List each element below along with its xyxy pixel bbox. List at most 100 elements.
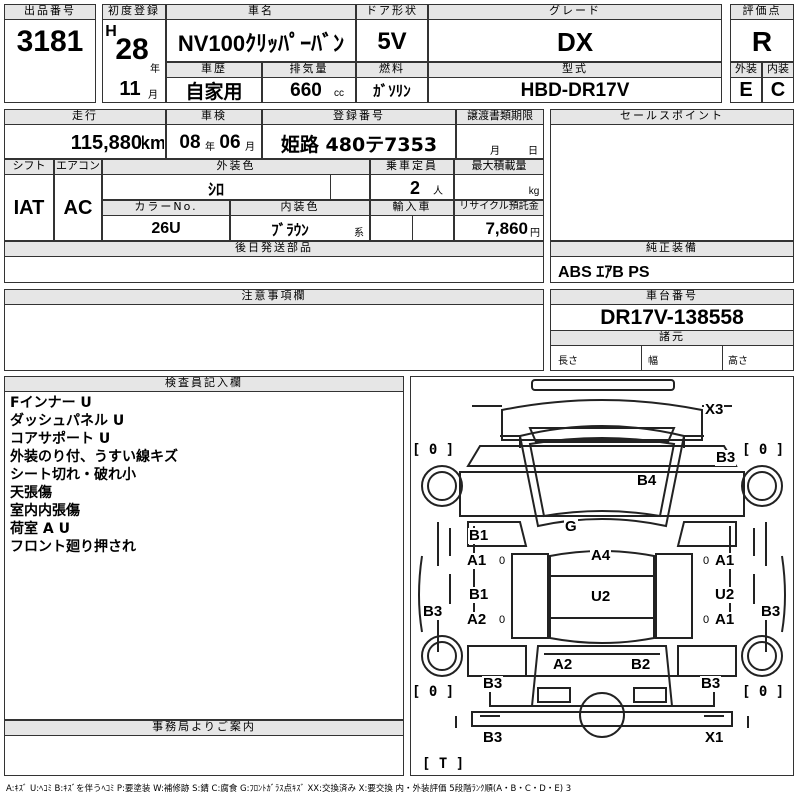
int-color-value: ﾌﾞﾗｳﾝ (271, 221, 309, 239)
inspector-label: 検査員記入欄 (4, 376, 404, 392)
damage-mark: X1 (704, 729, 725, 746)
color-no-value: 26U (151, 220, 181, 237)
damage-mark: B1 (468, 586, 490, 603)
later-parts-label: 後日発送部品 (4, 241, 544, 257)
inspection-month-unit: 月 (245, 141, 255, 153)
transfer-month-unit: 月 (490, 145, 500, 157)
damage-mark: A2 (552, 656, 574, 673)
lot-cell (4, 4, 96, 103)
damage-mark: A4 (590, 547, 612, 564)
chassis-value: DR17V-138558 (600, 306, 744, 329)
tire-bracket-fl: [ 0 ] (412, 442, 455, 458)
ext-grade: E (739, 79, 753, 101)
mileage-value: 115,880 (70, 131, 142, 154)
damage-mark: B3 (482, 729, 504, 746)
mileage-label: 走行 (4, 109, 166, 125)
max-load-label: 最大積載量 (454, 159, 544, 175)
transfer-day-unit: 日 (528, 145, 538, 157)
ac-label: エアコン (54, 159, 102, 175)
damage-mark: B4 (636, 472, 658, 489)
inspector-notes: Fインナー U ダッシュパネル U コアサポート U 外装のり付、うすい線キズ … (10, 394, 400, 556)
note-line: Fインナー U (10, 395, 92, 411)
inspection-month: 06 (219, 132, 241, 153)
damage-mark: A2 (466, 611, 488, 628)
inspection-label: 車検 (166, 109, 262, 125)
damage-mark: B2 (630, 656, 652, 673)
first-reg-month-unit: 月 (148, 89, 158, 101)
type-value: HBD-DR17V (520, 79, 630, 101)
capacity-unit: 人 (433, 185, 443, 197)
tire-bracket-fr: [ 0 ] (742, 442, 785, 458)
office-label: 事務局よりご案内 (4, 720, 404, 736)
first-reg-cell (102, 4, 166, 103)
first-reg-year: 28 (115, 33, 149, 66)
note-line: 外装のり付、うすい線キズ (10, 449, 178, 465)
import-divider (412, 216, 413, 241)
history-label: 車歴 (166, 62, 262, 78)
damage-mark: X3 (704, 401, 725, 418)
caution-label: 注意事項欄 (4, 289, 544, 305)
damage-mark: 0 (498, 612, 507, 628)
mileage-unit: km (142, 132, 164, 153)
grade-label: グレード (428, 4, 722, 20)
genuine-value: ABS ｴｱB PS (558, 264, 650, 281)
model-name: NV100ｸﾘｯﾊﾟｰﾊﾞﾝ (177, 31, 345, 56)
lot-number: 3181 (16, 25, 84, 58)
damage-mark: A1 (714, 611, 736, 628)
damage-mark: 0 (498, 553, 507, 569)
import-label: 輸入車 (370, 200, 454, 216)
inspection-year-unit: 年 (205, 141, 215, 153)
door-label: ドア形状 (356, 4, 428, 20)
genuine-label: 純正装備 (550, 241, 794, 257)
displacement-value: 660 (290, 79, 322, 101)
damage-mark: B1 (468, 527, 490, 544)
length-label: 長さ (558, 355, 578, 367)
width-label: 幅 (648, 355, 658, 367)
rating-label: 評価点 (730, 4, 794, 20)
ext-label: 外装 (730, 62, 762, 78)
recycle-value: 7,860 (485, 219, 528, 238)
specs-divider-2 (722, 346, 723, 371)
color-divider (330, 175, 331, 200)
damage-mark: B3 (482, 675, 504, 692)
inspection-year: 08 (179, 132, 201, 153)
first-reg-era: H (105, 23, 117, 40)
rating-value: R (751, 26, 773, 57)
ac-value: AC (63, 196, 93, 219)
grade-value: DX (556, 26, 594, 57)
model-label: 車名 (166, 4, 356, 20)
sales-points-label: セールスポイント (550, 109, 794, 125)
note-line: 天張傷 (10, 485, 52, 501)
damage-mark: B3 (715, 449, 737, 466)
note-line: 荷室 A U (10, 521, 70, 537)
fuel-value: ｶﾞｿﾘﾝ (373, 83, 411, 100)
damage-mark: B3 (422, 603, 444, 620)
chassis-label: 車台番号 (550, 289, 794, 305)
color-label: 外装色 (102, 159, 370, 175)
legend-text: A:ｷｽﾞ U:ﾍｺﾐ B:ｷｽﾞを伴うﾍｺﾐ P:要塗装 W:補修跡 S:錆 … (6, 784, 572, 794)
lot-label: 出品番号 (4, 4, 96, 20)
note-line: シート切れ・破れ小 (10, 467, 136, 483)
note-line: ダッシュパネル U (10, 413, 125, 429)
shift-value: IAT (13, 196, 45, 219)
shift-label: シフト (4, 159, 54, 175)
first-reg-label: 初度登録 (102, 4, 166, 20)
reg-no-value: 姫路 480テ7353 (280, 133, 438, 156)
damage-mark: G (564, 518, 578, 535)
tire-bracket-rr: [ 0 ] (742, 684, 785, 700)
damage-mark: A1 (466, 552, 488, 569)
int-color-label: 内装色 (230, 200, 370, 216)
displacement-unit: cc (334, 87, 344, 99)
history-value: 自家用 (185, 81, 243, 103)
first-reg-year-unit: 年 (150, 63, 160, 75)
height-label: 高さ (728, 355, 748, 367)
first-reg-month: 11 (119, 78, 141, 100)
damage-mark: 0 (702, 612, 711, 628)
transfer-label: 譲渡書類期限 (456, 109, 544, 125)
capacity-value: 2 (409, 177, 420, 198)
damage-mark: 0 (702, 553, 711, 569)
tire-bracket-spare: [ T ] (422, 756, 465, 772)
fuel-label: 燃料 (356, 62, 428, 78)
capacity-label: 乗車定員 (370, 159, 454, 175)
sales-points-cell (550, 109, 794, 241)
